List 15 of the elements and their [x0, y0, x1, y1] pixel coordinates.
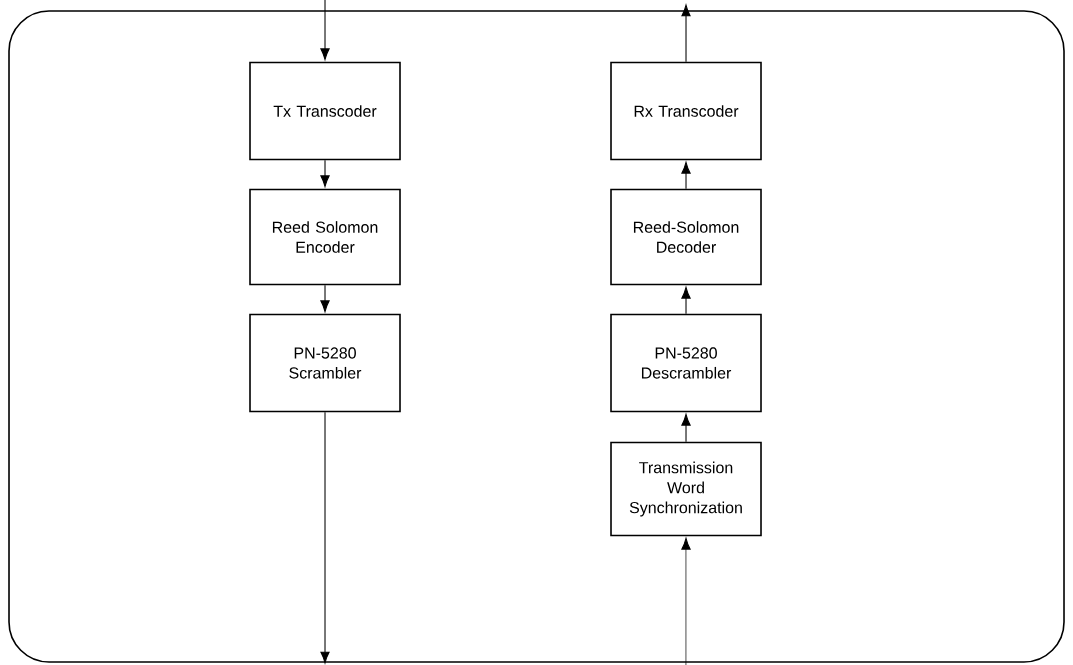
arrow: [681, 161, 691, 190]
arrow: [681, 413, 691, 443]
process-box: Reed Solomon Encoder: [249, 188, 401, 286]
process-box: Tx Transcoder: [249, 61, 401, 161]
process-box: PN-5280 Scrambler: [249, 313, 401, 413]
arrow: [320, 284, 330, 313]
process-box: Rx Transcoder: [610, 61, 762, 161]
arrow: [681, 4, 691, 63]
process-box: PN-5280 Descrambler: [610, 313, 762, 413]
arrow: [320, 159, 330, 188]
process-box: Transmission Word Synchronization: [610, 441, 762, 537]
process-box: Reed-Solomon Decoder: [610, 188, 762, 286]
arrow: [320, 0, 330, 61]
arrow: [681, 286, 691, 315]
arrow: [320, 411, 330, 664]
